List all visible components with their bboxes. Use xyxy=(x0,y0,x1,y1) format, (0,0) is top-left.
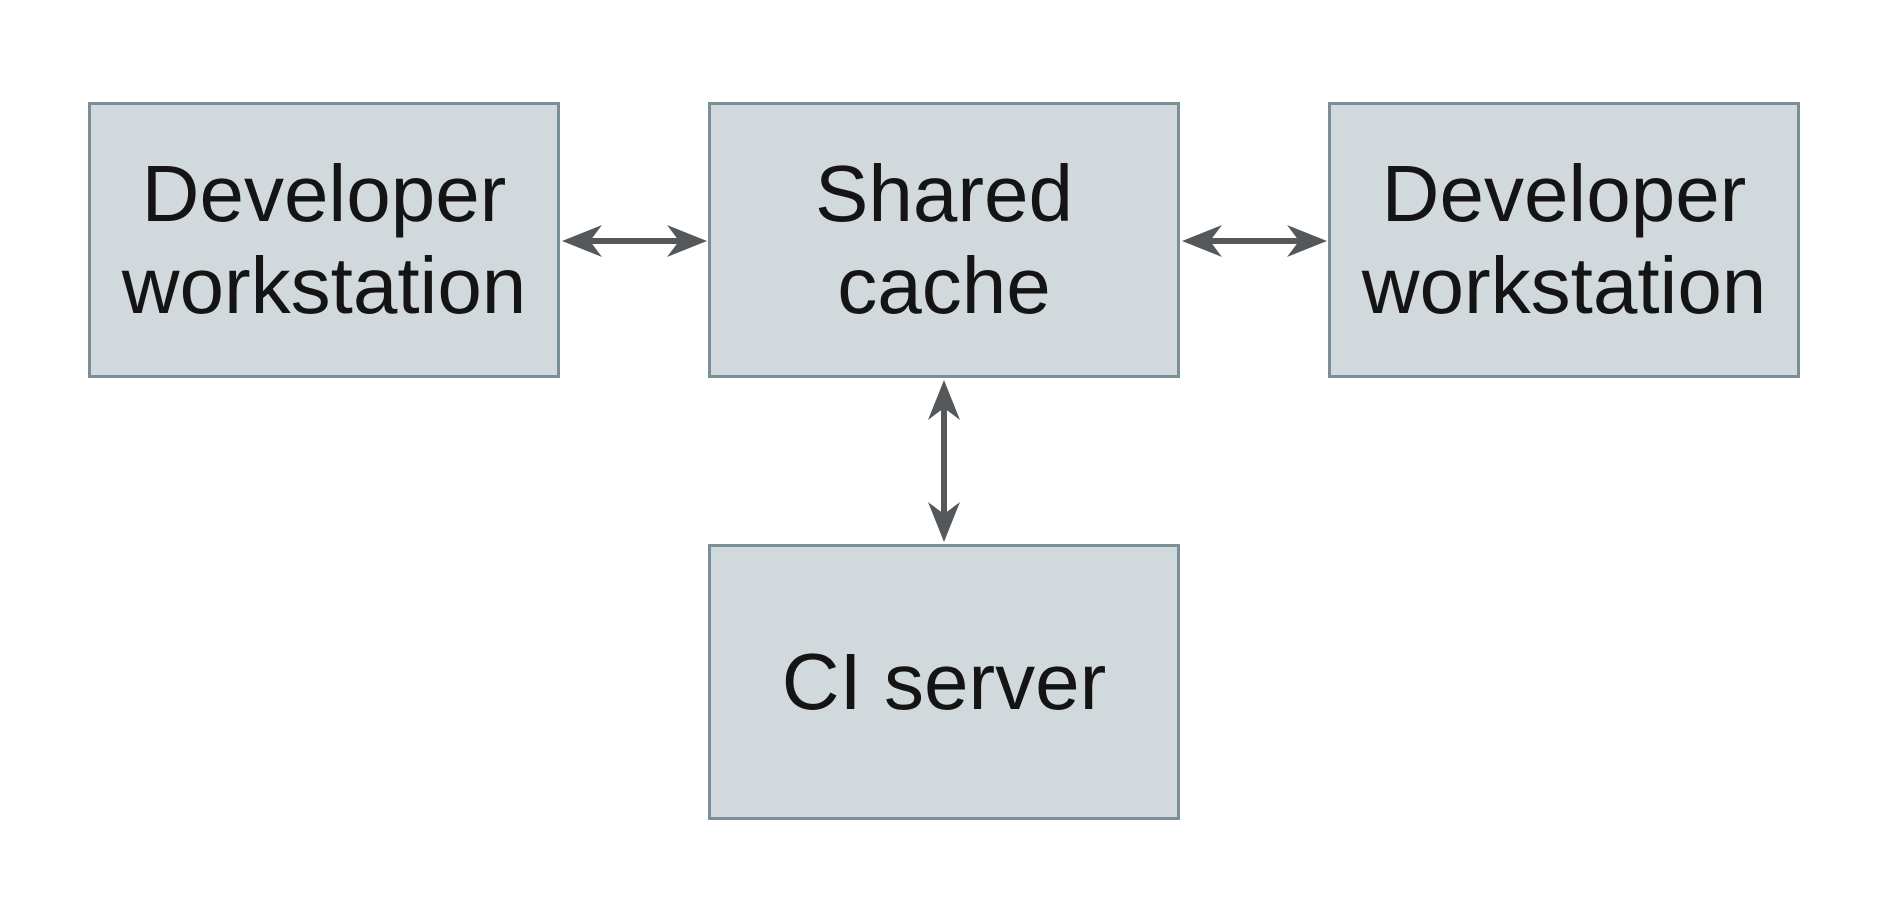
node-label-line: Developer xyxy=(1381,149,1747,238)
node-label-line: Developer xyxy=(141,149,507,238)
node-label-line: cache xyxy=(837,241,1051,330)
node-developer-workstation-left: Developer workstation xyxy=(88,102,560,378)
node-ci-server: CI server xyxy=(708,544,1180,820)
node-developer-workstation-right: Developer workstation xyxy=(1328,102,1800,378)
node-label-line: CI server xyxy=(781,637,1107,726)
arrowhead-left-icon xyxy=(1182,225,1222,257)
node-shared-cache: Shared cache xyxy=(708,102,1180,378)
arrowhead-left-icon xyxy=(562,225,602,257)
arrowhead-up-icon xyxy=(928,380,960,420)
node-label-line: workstation xyxy=(1361,241,1767,330)
arrow-cache-devright-bidirectional xyxy=(1182,225,1327,257)
node-label-line: Shared xyxy=(815,149,1073,238)
node-label-line: workstation xyxy=(121,241,527,330)
arrow-devleft-cache-bidirectional xyxy=(562,225,707,257)
arrowhead-down-icon xyxy=(928,502,960,542)
arrowhead-right-icon xyxy=(667,225,707,257)
arrowhead-right-icon xyxy=(1287,225,1327,257)
arrow-cache-ciserver-bidirectional xyxy=(928,380,960,542)
